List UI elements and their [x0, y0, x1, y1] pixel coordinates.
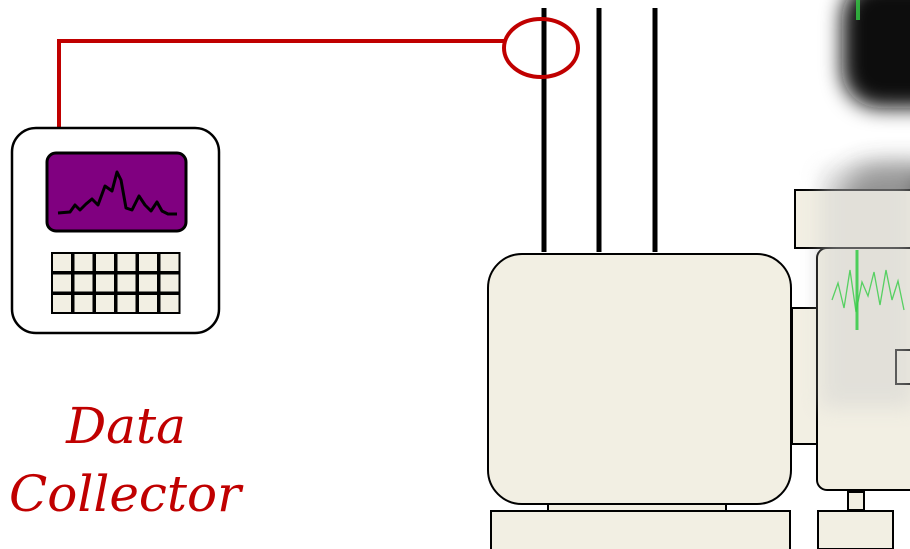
keypad-key	[138, 253, 158, 272]
keypad-key	[160, 253, 180, 272]
keypad-key	[160, 294, 180, 313]
keypad-key	[52, 294, 72, 313]
electric-motor-icon	[488, 254, 791, 504]
keypad-key	[138, 294, 158, 313]
keypad-key	[95, 294, 115, 313]
motor-base-platform	[491, 511, 790, 549]
data-collector-device-icon	[12, 128, 219, 333]
keypad-icon	[52, 253, 180, 313]
shaft-coupling	[792, 308, 817, 444]
upper-screen-glow	[842, 0, 910, 108]
keypad-key	[117, 253, 137, 272]
keypad-key	[160, 274, 180, 293]
keypad-key	[52, 274, 72, 293]
keypad-key	[138, 274, 158, 293]
keypad-key	[95, 274, 115, 293]
caption-line-2: Collector	[0, 466, 250, 522]
current-clamp-icon	[504, 19, 578, 77]
device-screen	[47, 153, 186, 231]
keypad-key	[95, 253, 115, 272]
probe-cable	[59, 41, 505, 128]
keypad-key	[74, 253, 94, 272]
motor-power-cables	[544, 8, 655, 252]
caption-line-1: Data	[36, 398, 216, 454]
keypad-key	[52, 253, 72, 272]
keypad-key	[74, 274, 94, 293]
keypad-key	[117, 294, 137, 313]
keypad-key	[74, 294, 94, 313]
keypad-key	[117, 274, 137, 293]
